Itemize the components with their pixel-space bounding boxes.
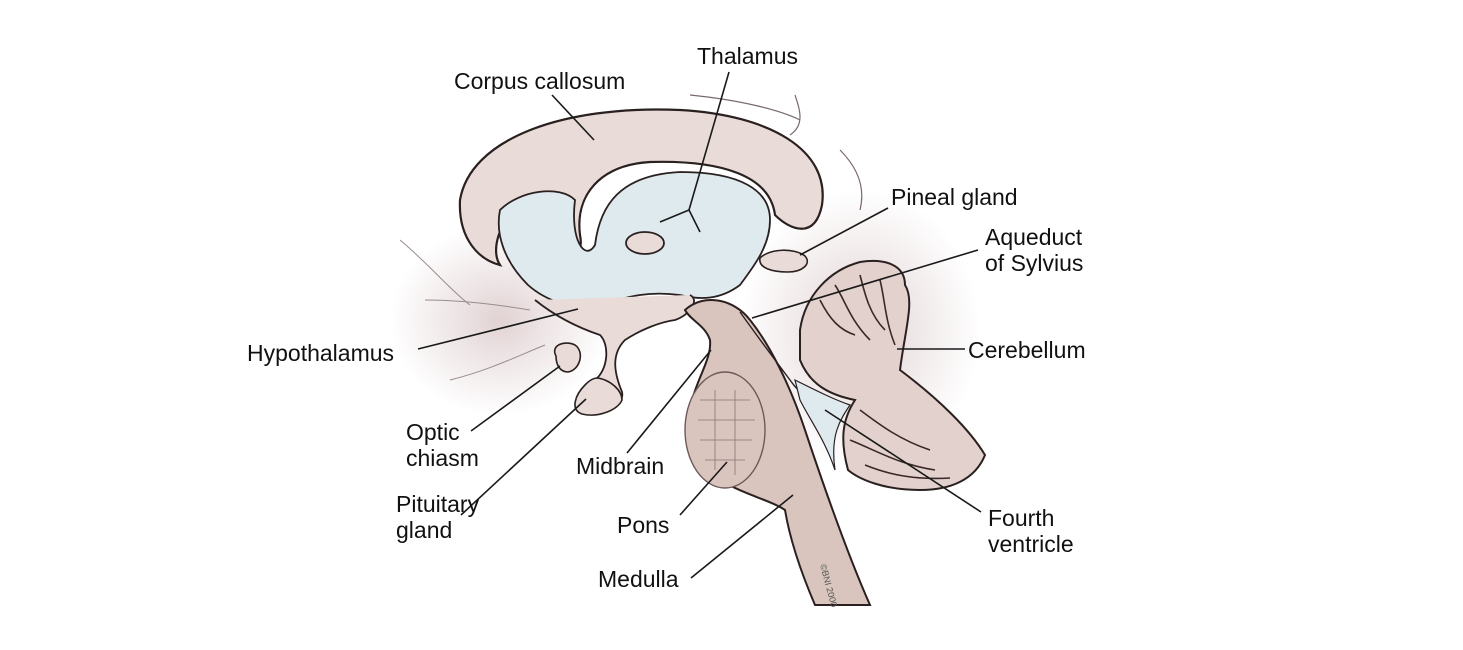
label-pituitary-line1: Pituitary xyxy=(396,491,480,517)
pineal-gland-shape xyxy=(759,249,809,273)
cerebellum-shape xyxy=(799,259,987,492)
label-aqueduct-line2: of Sylvius xyxy=(985,250,1084,276)
label-optic-chiasm: Optic chiasm xyxy=(406,419,479,471)
label-fourth-ventricle-line1: Fourth xyxy=(988,505,1055,531)
label-medulla: Medulla xyxy=(598,566,679,592)
label-aqueduct-line1: Aqueduct xyxy=(985,224,1083,250)
label-cerebellum: Cerebellum xyxy=(968,337,1086,363)
leader-pineal-gland xyxy=(799,207,889,256)
leader-optic-chiasm xyxy=(470,365,561,432)
label-aqueduct-of-sylvius: Aqueduct of Sylvius xyxy=(985,224,1083,276)
leader-hypothalamus xyxy=(417,308,579,350)
leader-medulla xyxy=(690,494,794,579)
leader-pons xyxy=(679,461,728,516)
leader-midbrain xyxy=(626,349,712,454)
fiber-strands-left xyxy=(399,239,546,381)
label-pons: Pons xyxy=(617,512,670,538)
label-thalamus: Thalamus xyxy=(697,43,798,69)
label-fourth-ventricle-line2: ventricle xyxy=(988,531,1074,557)
label-midbrain: Midbrain xyxy=(576,453,665,479)
massa-intermedia xyxy=(625,231,665,255)
leader-fourth-ventricle xyxy=(824,409,982,513)
fourth-ventricle-shape xyxy=(794,378,851,471)
label-pituitary-gland: Pituitary gland xyxy=(396,491,479,543)
pons-bulge xyxy=(684,371,766,489)
fiber-strands-top xyxy=(689,94,863,211)
label-optic-chiasm-line2: chiasm xyxy=(406,445,479,471)
pons-hatching xyxy=(698,390,755,475)
label-fourth-ventricle: Fourth ventricle xyxy=(988,505,1074,557)
leader-aqueduct xyxy=(751,249,979,319)
label-pineal-gland: Pineal gland xyxy=(891,184,1018,210)
label-pituitary-line2: gland xyxy=(396,517,453,543)
leader-thalamus xyxy=(659,71,730,233)
label-corpus-callosum: Corpus callosum xyxy=(454,68,626,94)
leader-pituitary-gland xyxy=(460,398,587,516)
label-hypothalamus: Hypothalamus xyxy=(247,340,395,366)
leader-corpus-callosum xyxy=(551,94,595,141)
label-optic-chiasm-line1: Optic xyxy=(406,419,460,445)
